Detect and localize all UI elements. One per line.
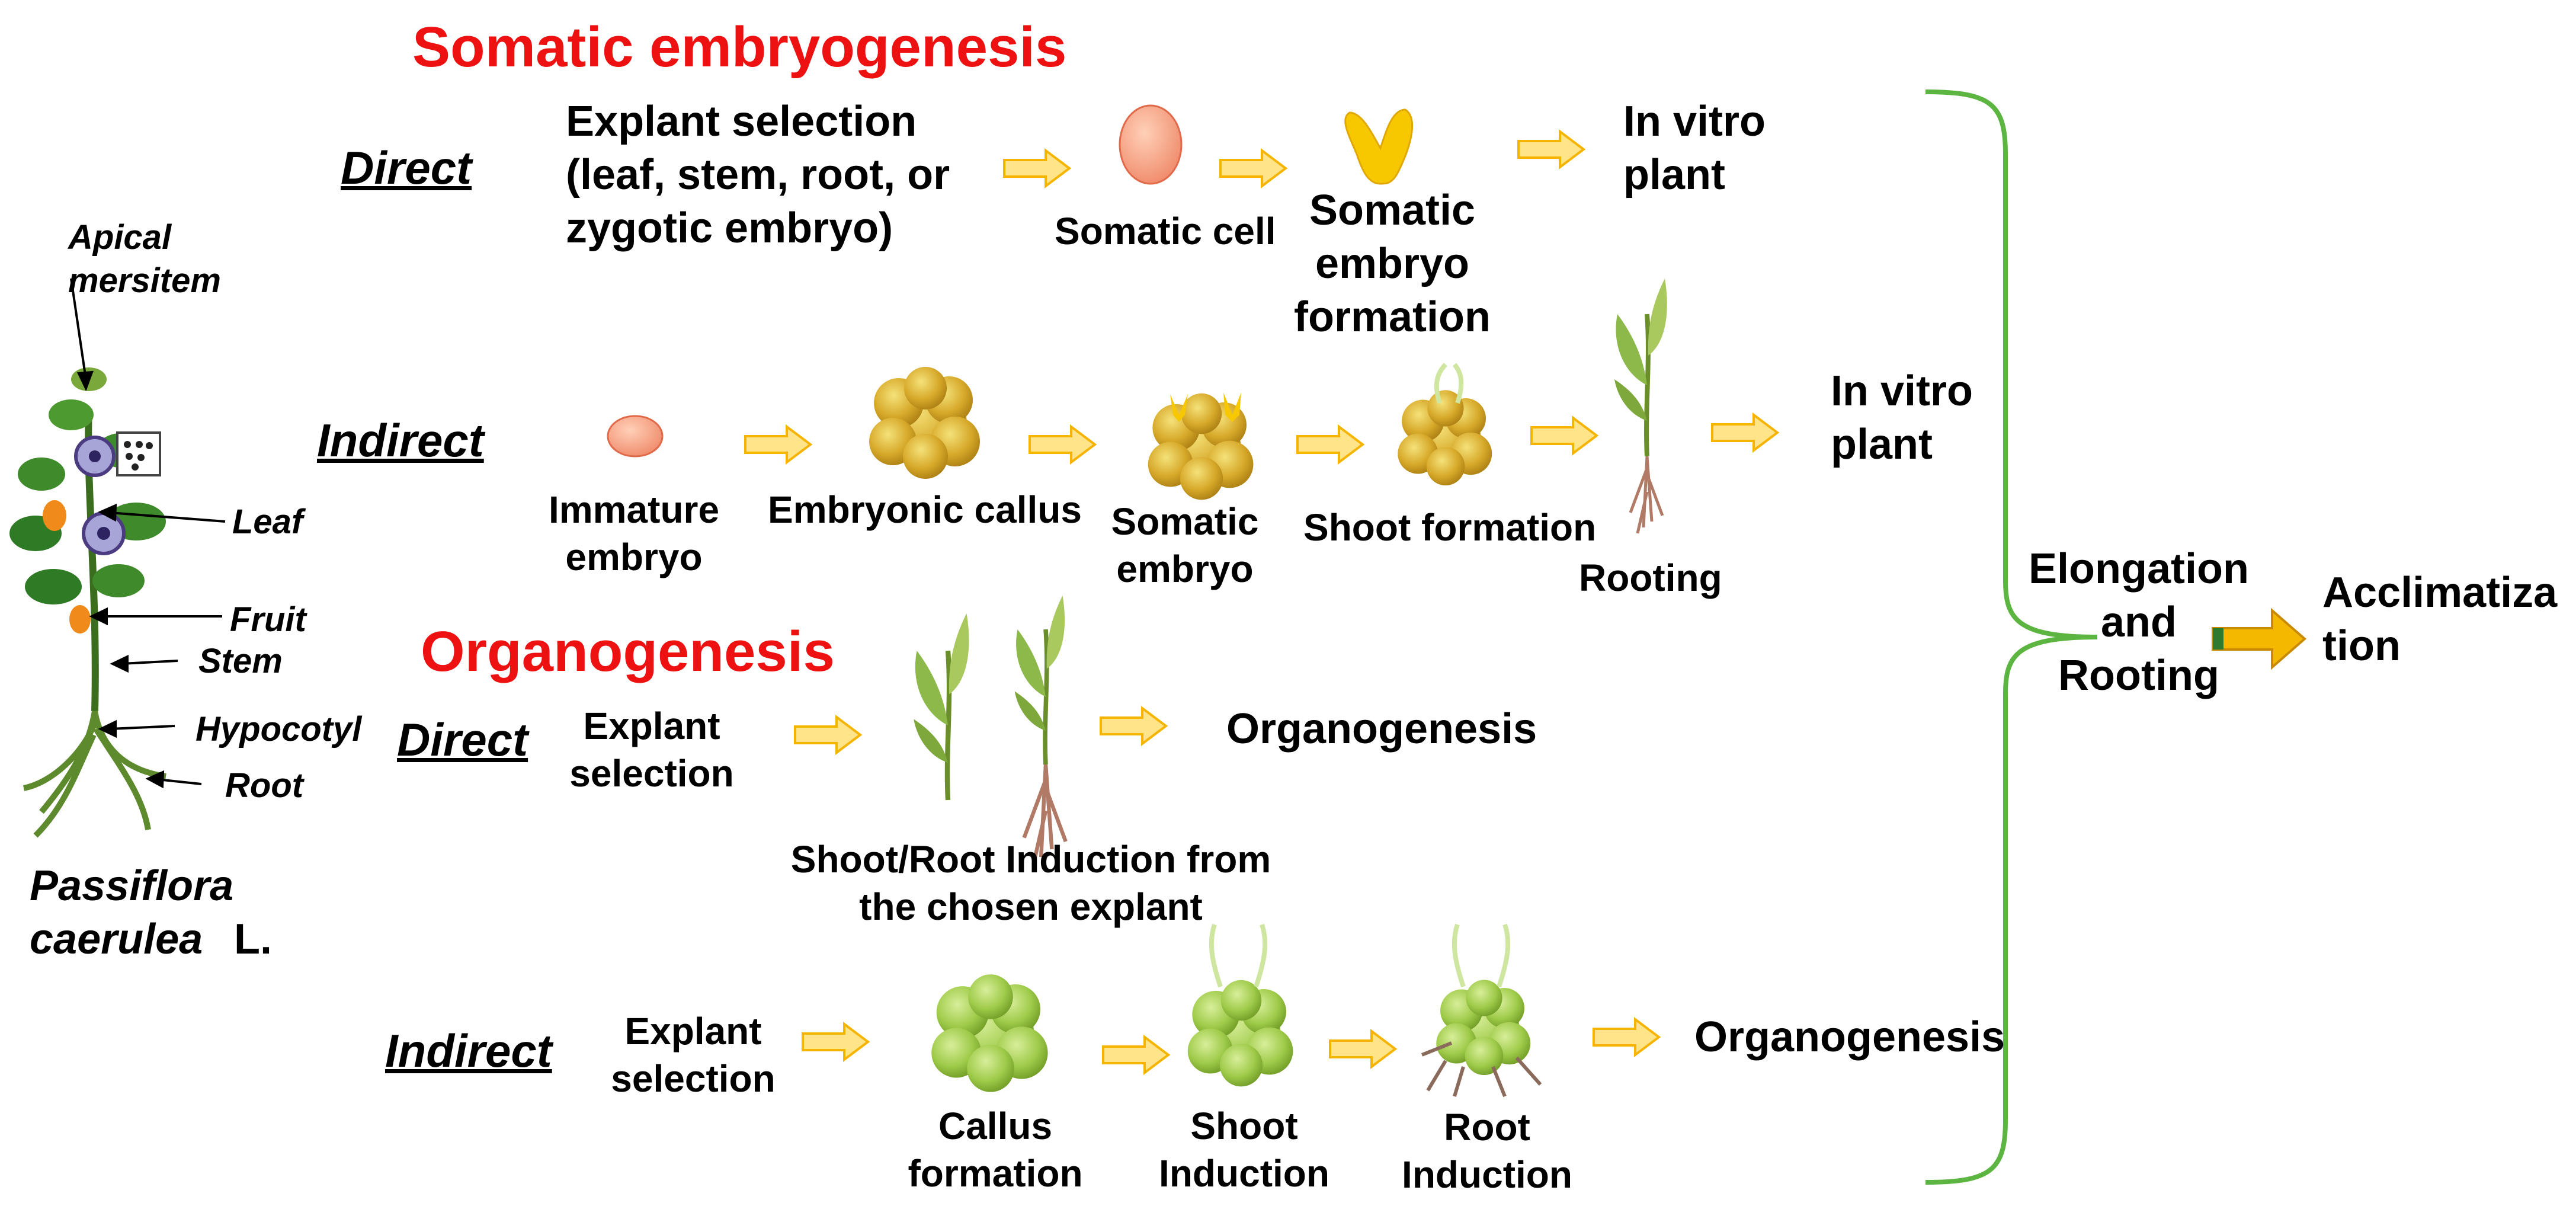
organo-direct-result: Organogenesis	[1226, 705, 1537, 753]
flow-arrow	[802, 1023, 869, 1061]
organogenesis-heading: Organogenesis	[421, 620, 835, 683]
shoot-formation-callus-icon	[1398, 390, 1492, 486]
plantlet-roots-icon	[1630, 456, 1662, 533]
flow-arrow	[1102, 1036, 1170, 1074]
somatic-indirect-label: Indirect	[317, 414, 484, 466]
flow-arrow	[1029, 426, 1096, 463]
somatic-cell-label: Somatic cell	[1055, 210, 1276, 252]
hypocotyl-label: Hypocotyl	[196, 710, 362, 748]
elongation-rooting-label: Elongation and Rooting	[2029, 545, 2249, 699]
apical-meristem-label: Apical mersitem	[68, 218, 221, 300]
somatic-direct-result: In vitro plant	[1623, 98, 1766, 199]
shoot-root-induction-label: Shoot/Root Induction from the chosen exp…	[790, 838, 1271, 928]
shoot-explant-icon	[914, 613, 969, 800]
rooting-plantlet-icon	[1614, 279, 1667, 456]
fruit-label: Fruit	[230, 600, 306, 639]
shoot-formation-label: Shoot formation	[1303, 506, 1597, 549]
shoot-induction-callus-icon	[1187, 980, 1293, 1087]
immature-embryo-icon	[607, 415, 664, 458]
root-explant-icon	[1015, 596, 1065, 764]
organo-direct-label: Direct	[397, 714, 528, 766]
somatic-embryo-formation-label: Somatic embryo formation	[1294, 187, 1491, 341]
flow-arrow	[1329, 1030, 1396, 1068]
somatic-embryo-icon	[1344, 108, 1414, 185]
shoot-sprout-icon	[1434, 363, 1464, 404]
root-induction-sprout-icon	[1452, 923, 1511, 988]
species-name: Passiflora caerulea L.	[30, 859, 272, 966]
embryo-sprout-icon	[1223, 392, 1241, 422]
callus-formation-icon	[931, 974, 1048, 1092]
somatic-cell-icon	[1119, 104, 1183, 185]
root-label: Root	[225, 766, 304, 805]
grouping-brace	[1925, 89, 2098, 1185]
somatic-embryogenesis-heading: Somatic embryogenesis	[412, 15, 1067, 79]
root-induction-roots-icon	[1421, 1041, 1542, 1098]
flow-arrow	[794, 716, 861, 754]
flow-arrow	[1100, 707, 1167, 745]
organo-indirect-label: Indirect	[385, 1025, 552, 1077]
plant-label-pointers	[70, 278, 226, 789]
root-induction-label: Root Induction	[1402, 1106, 1572, 1196]
embryonic-callus-icon	[869, 367, 980, 479]
somatic-embryo-label: Somatic embryo	[1111, 500, 1259, 590]
species-italic: Passiflora caerulea	[30, 862, 234, 963]
flow-arrow	[744, 426, 812, 463]
passiflora-plant-illustration	[9, 367, 166, 838]
embryo-sprout-icon	[1170, 394, 1188, 422]
leaf-label: Leaf	[232, 503, 303, 541]
flow-arrow	[1711, 414, 1779, 452]
flow-arrow	[1593, 1018, 1660, 1056]
flow-arrow	[1003, 149, 1071, 187]
flow-arrow	[1219, 149, 1287, 187]
flow-arrow	[1530, 417, 1598, 455]
species-authority: L.	[234, 916, 272, 963]
embryonic-callus-label: Embryonic callus	[768, 488, 1082, 531]
acclimatization-arrow-tail	[2213, 628, 2223, 650]
somatic-indirect-result: In vitro plant	[1831, 367, 1973, 468]
flow-arrow	[1296, 426, 1364, 463]
organo-indirect-result: Organogenesis	[1694, 1013, 2005, 1061]
immature-embryo-label: Immature embryo	[548, 488, 720, 578]
callus-formation-label: Callus formation	[908, 1105, 1083, 1195]
rooting-label: Rooting	[1579, 556, 1722, 599]
acclimatization-label: Acclimatiza tion	[2322, 569, 2558, 670]
organo-direct-explant: Explant selection	[569, 705, 734, 795]
organo-indirect-explant: Explant selection	[611, 1010, 776, 1100]
somatic-direct-explant: Explant selection (leaf, stem, root, or …	[566, 98, 950, 252]
shoot-induction-label: Shoot Induction	[1159, 1105, 1329, 1195]
shoot-induction-sprout-icon	[1209, 923, 1268, 988]
flow-arrow	[1517, 130, 1585, 168]
root-induction-callus-icon	[1436, 980, 1531, 1076]
stem-label: Stem	[198, 642, 283, 680]
somatic-direct-label: Direct	[341, 142, 472, 194]
